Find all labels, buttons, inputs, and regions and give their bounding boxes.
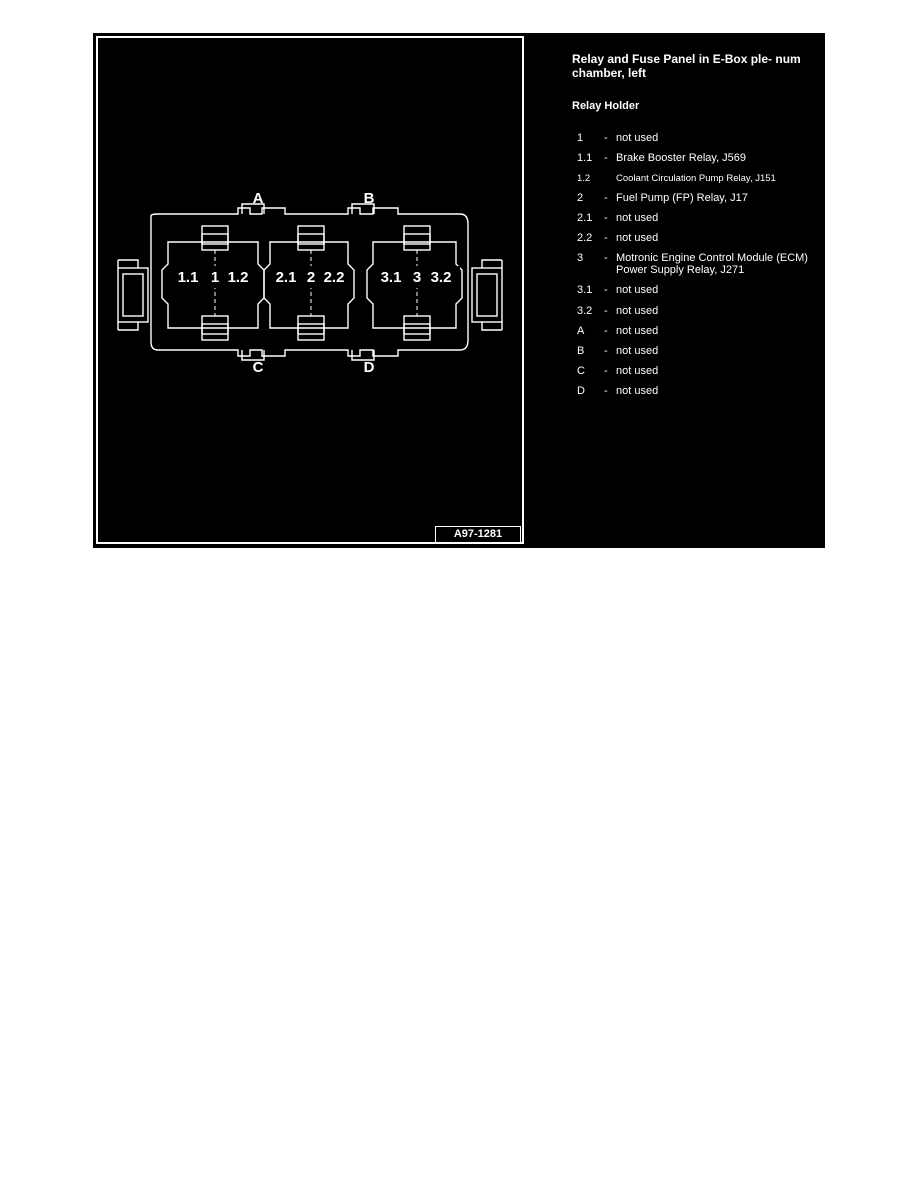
legend-key: 1.1 xyxy=(577,152,593,164)
legend-key: B xyxy=(577,345,585,357)
legend-key: 1.2 xyxy=(577,173,591,184)
fuse-b-slot xyxy=(351,203,375,214)
fuse-label-a: A xyxy=(253,190,264,207)
fuse-c-slot xyxy=(241,350,265,361)
legend-dash: - xyxy=(604,345,608,357)
legend-text: not used xyxy=(616,345,659,357)
legend-key: 3 xyxy=(577,252,584,264)
fuse-label-d: D xyxy=(364,359,375,376)
right-side-clip xyxy=(471,267,503,323)
legend-subtitle: Relay Holder xyxy=(572,100,640,112)
legend-dash: - xyxy=(604,212,608,224)
legend-text: Fuel Pump (FP) Relay, J17 xyxy=(616,192,748,204)
legend-dash: - xyxy=(604,385,608,397)
legend-dash: - xyxy=(604,252,608,264)
position-label-1: 1 xyxy=(211,269,219,286)
housing-outline xyxy=(150,207,469,357)
legend-key: A xyxy=(577,325,585,337)
legend-dash: - xyxy=(604,232,608,244)
fuse-a-slot xyxy=(241,203,265,214)
position-label-2-1: 2.1 xyxy=(276,269,297,286)
legend-dash: - xyxy=(604,192,608,204)
legend-key: D xyxy=(577,385,585,397)
left-side-clip xyxy=(117,267,149,323)
fuse-label-c: C xyxy=(253,359,264,376)
diagram-frame: 1.1 1 1.2 2.1 2 2.2 3.1 3 3.2 A B C D A9… xyxy=(96,36,524,544)
legend-key: 2.2 xyxy=(577,232,593,244)
legend-dash: - xyxy=(604,284,608,296)
legend-key: 2.1 xyxy=(577,212,593,224)
relay-2-body xyxy=(263,241,355,329)
relay-holder-diagram: 1.1 1 1.2 2.1 2 2.2 3.1 3 3.2 A B C D xyxy=(117,190,503,376)
legend-title: Relay and Fuse Panel in E-Box ple- num c… xyxy=(572,52,801,80)
legend-key: 3.2 xyxy=(577,305,593,317)
relay-3-body xyxy=(366,241,463,329)
position-label-1-2: 1.2 xyxy=(228,269,249,286)
fuse-label-b: B xyxy=(364,190,375,207)
legend-text: Motronic Engine Control Module (ECM) Pow… xyxy=(616,252,808,276)
position-label-1-1: 1.1 xyxy=(178,269,199,286)
legend-text: not used xyxy=(616,232,659,244)
legend-dash: - xyxy=(604,132,608,144)
fuse-d-slot xyxy=(351,350,375,361)
legend: Relay and Fuse Panel in E-Box ple- num c… xyxy=(572,33,825,548)
legend-text: not used xyxy=(616,305,659,317)
legend-key: 1 xyxy=(577,132,584,144)
legend-text: not used xyxy=(616,365,659,377)
legend-key: C xyxy=(577,365,585,377)
legend-key: 2 xyxy=(577,192,584,204)
legend-text: not used xyxy=(616,385,659,397)
legend-dash: - xyxy=(604,152,608,164)
legend-key: 3.1 xyxy=(577,284,593,296)
legend-text: not used xyxy=(616,325,659,337)
legend-text: Brake Booster Relay, J569 xyxy=(616,152,747,164)
legend-text: not used xyxy=(616,132,659,144)
legend-text: not used xyxy=(616,212,659,224)
legend-dash: - xyxy=(604,365,608,377)
position-label-2-2: 2.2 xyxy=(324,269,345,286)
position-label-3-2: 3.2 xyxy=(431,269,452,286)
figure-id: A97-1281 xyxy=(435,526,521,544)
legend-dash: - xyxy=(604,305,608,317)
relay-1-body xyxy=(161,241,265,329)
position-label-3: 3 xyxy=(413,269,421,286)
legend-text: not used xyxy=(616,284,659,296)
legend-text: Coolant Circulation Pump Relay, J151 xyxy=(616,173,776,184)
position-label-3-1: 3.1 xyxy=(381,269,402,286)
legend-dash: - xyxy=(604,325,608,337)
figure-panel: 1.1 1 1.2 2.1 2 2.2 3.1 3 3.2 A B C D A9… xyxy=(93,33,825,548)
position-label-2: 2 xyxy=(307,269,315,286)
